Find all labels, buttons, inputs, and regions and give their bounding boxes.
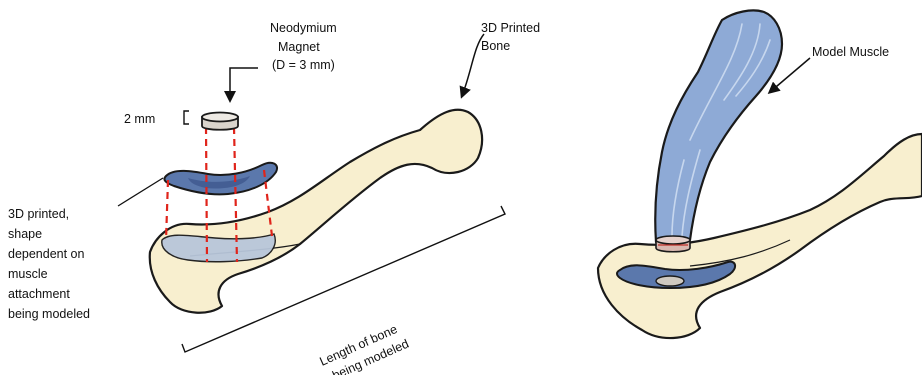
printed-bone-left (150, 110, 482, 313)
attachment-piece (164, 163, 277, 195)
magnet-label-line3: (D = 3 mm) (272, 58, 335, 72)
bone-groove-left (162, 234, 275, 262)
thickness-label: 2 mm (124, 112, 155, 126)
thickness-bracket (184, 111, 189, 124)
magnet-label-line2: Magnet (278, 40, 320, 54)
length-label: Length of bone being modeled (318, 320, 411, 375)
bone-label-line2: Bone (481, 39, 510, 53)
neodymium-magnet (202, 113, 238, 130)
left-panel: 2 mm Neodymium Magnet (D = 3 mm) 3D Prin… (8, 21, 540, 375)
muscle-magnet (656, 236, 690, 252)
magnet-on-bone (656, 276, 684, 286)
attachment-label-line5: attachment (8, 287, 70, 301)
muscle-label: Model Muscle (812, 45, 889, 59)
right-panel: Model Muscle (598, 10, 922, 338)
attachment-label-line4: muscle (8, 267, 48, 281)
attachment-leader-line (118, 178, 163, 206)
magnet-leader-arrow (230, 68, 258, 100)
printed-bone-right (598, 134, 922, 338)
attachment-label-line2: shape (8, 227, 42, 241)
bone-label-line1: 3D Printed (481, 21, 540, 35)
attachment-label-line3: dependent on (8, 247, 85, 261)
magnet-label-line1: Neodymium (270, 21, 337, 35)
attachment-label-line1: 3D printed, (8, 207, 69, 221)
attachment-label-line6: being modeled (8, 307, 90, 321)
